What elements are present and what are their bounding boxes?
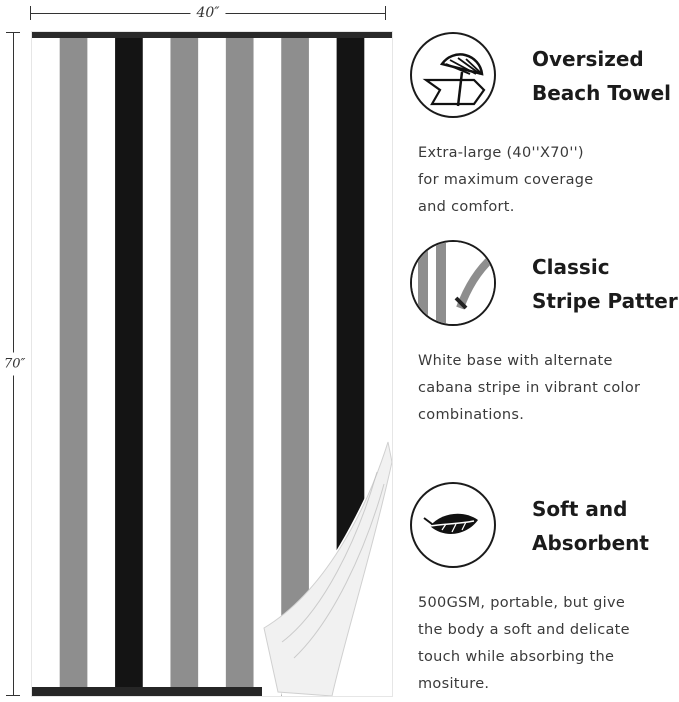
feature-title: Oversized Beach Towel <box>532 42 679 110</box>
striped-towel-image <box>32 32 392 696</box>
feature-description-line: the body a soft and delicate <box>418 622 630 638</box>
feature-description-line: White base with alternate <box>418 353 613 369</box>
height-dimension-tick-bottom <box>6 695 20 696</box>
feature-description: Extra-large (40''X70'') for maximum cove… <box>418 140 668 221</box>
beach-umbrella-icon <box>410 32 496 118</box>
stripe-pattern-icon <box>410 240 496 326</box>
feature-description-line: 500GSM, portable, but give <box>418 595 626 611</box>
width-dimension: 40″ <box>30 4 386 22</box>
feature-title-line: Beach Towel <box>532 81 671 105</box>
towel-stripe-gray <box>281 32 310 696</box>
towel-hem-top <box>32 32 392 38</box>
feature-description-line: mositure. <box>418 676 490 692</box>
feature-description: White base with alternate cabana stripe … <box>418 348 668 429</box>
height-dimension: 70″ <box>4 32 26 696</box>
height-dimension-label: 70″ <box>4 352 26 376</box>
height-dimension-tick-top <box>6 32 20 33</box>
feature-description-line: Extra-large (40''X70'') <box>418 145 584 161</box>
towel-stripes <box>32 32 392 696</box>
feature-description: 500GSM, portable, but give the body a so… <box>418 590 668 698</box>
feature-title-line: Classic <box>532 255 610 279</box>
feature-description-line: touch while absorbing the <box>418 649 615 665</box>
towel-stripe-gray <box>225 32 255 696</box>
towel-stripe-white <box>253 32 282 696</box>
towel-flap-stripes <box>281 471 385 659</box>
feature-description-line: combinations. <box>418 407 525 423</box>
width-dimension-tick-right <box>385 6 386 20</box>
feature-title-line: Absorbent <box>532 531 649 555</box>
towel-stripe-gray <box>170 32 199 696</box>
towel-stripe-black <box>115 32 144 696</box>
feature-title-line: Oversized <box>532 47 644 71</box>
feature-description-line: cabana stripe in vibrant color <box>418 380 641 396</box>
towel-folded-flap <box>263 441 392 696</box>
towel-stripe-gray <box>59 32 88 696</box>
feature-title: Soft and Absorbent <box>532 492 679 560</box>
feature-description-line: and comfort. <box>418 199 515 215</box>
towel-stripe-white <box>142 32 171 696</box>
width-dimension-label: 40″ <box>190 4 226 22</box>
feather-icon <box>410 482 496 568</box>
towel-stripe-white <box>198 32 227 696</box>
towel-hem-bottom <box>32 687 262 696</box>
feature-title-line: Stripe Pattern <box>532 289 679 313</box>
towel-stripe-white <box>32 32 61 696</box>
feature-title: Classic Stripe Pattern <box>532 250 679 318</box>
towel-stripe-white <box>87 32 116 696</box>
feature-description-line: for maximum coverage <box>418 172 594 188</box>
width-dimension-tick-left <box>30 6 31 20</box>
feature-title-line: Soft and <box>532 497 628 521</box>
